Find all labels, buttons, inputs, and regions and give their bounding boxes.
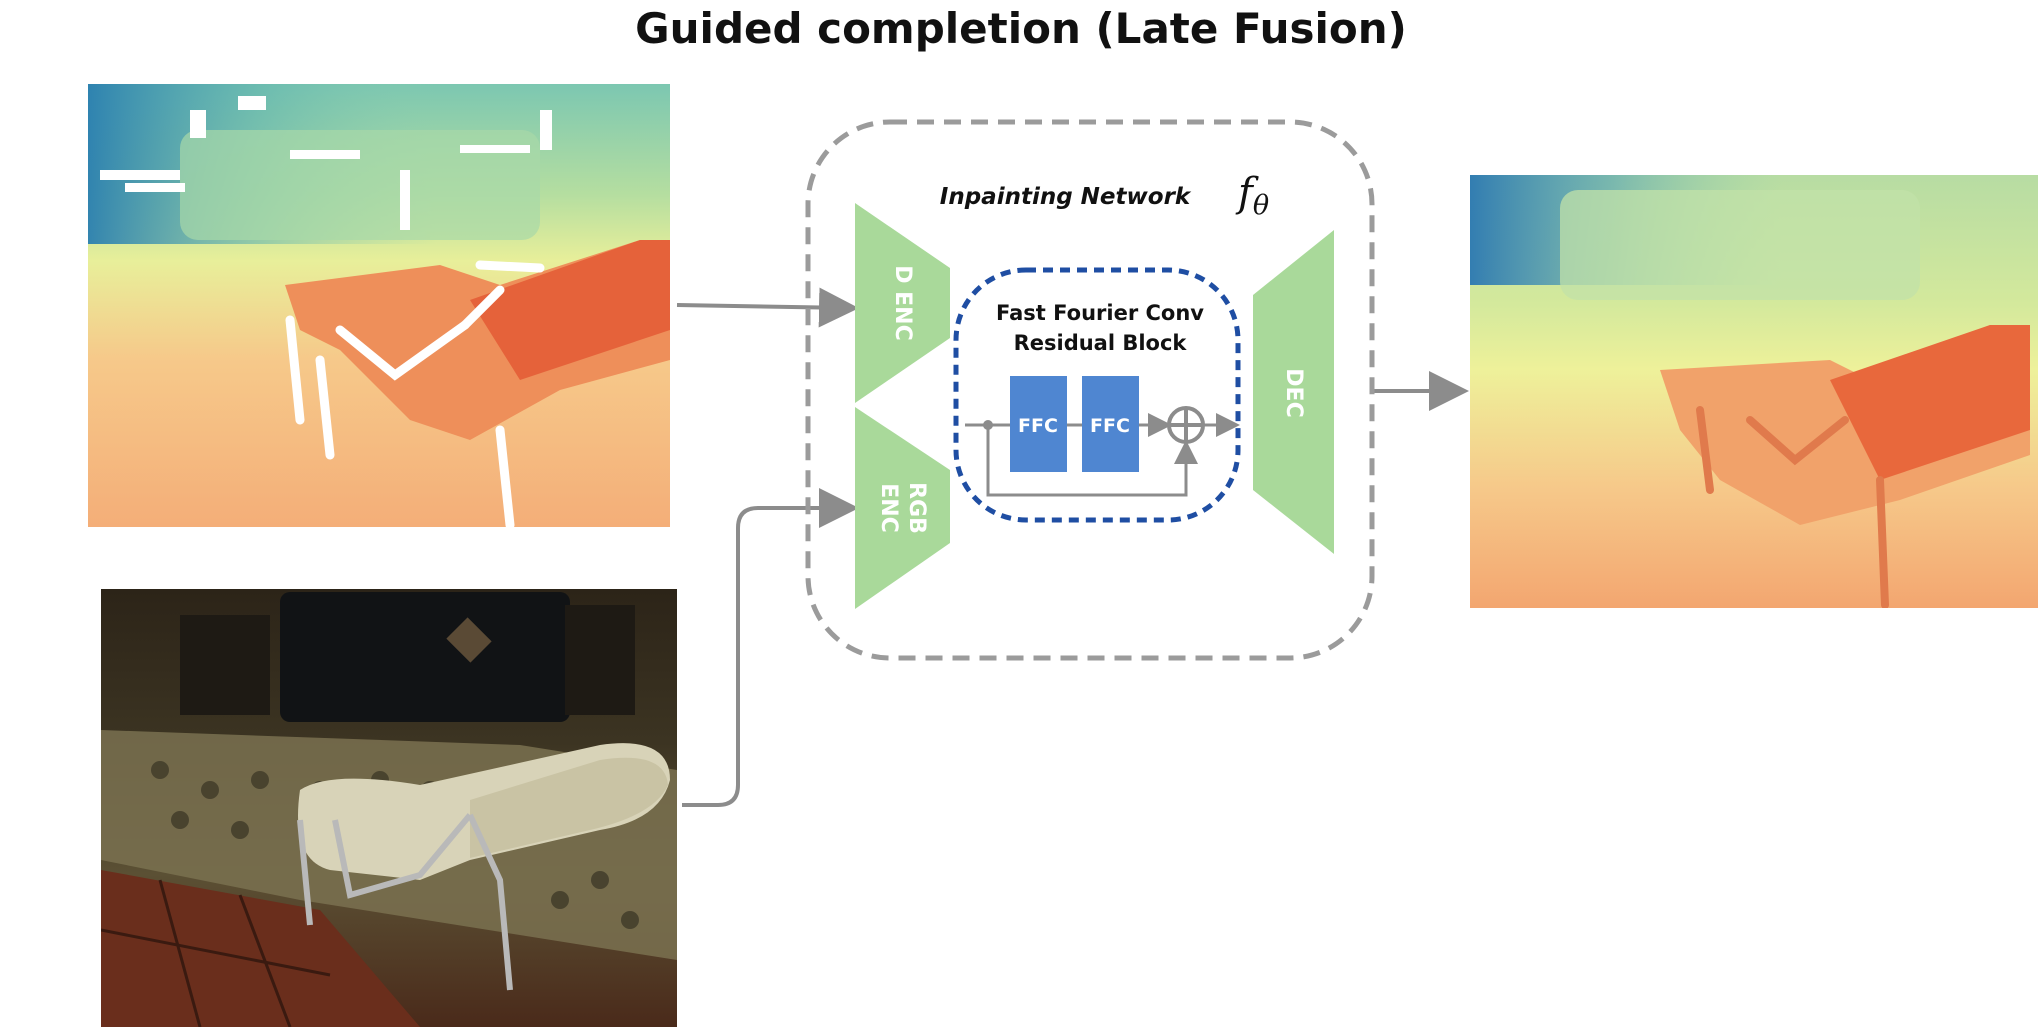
diagram-title: Guided completion (Late Fusion) (635, 4, 1407, 53)
rgb-encoder-block (855, 407, 950, 609)
rgb-encoder-label-line2: ENC (876, 483, 901, 533)
rgb-encoder-label-line1: RGB (904, 482, 929, 534)
residual-sum-node (1167, 406, 1205, 444)
sparse-depth-arrow (676, 287, 859, 328)
inpainting-network-box (805, 119, 1375, 661)
residual-block-title-line2: Residual Block (1014, 331, 1188, 355)
function-symbol: fθ (1235, 170, 1269, 221)
decoder-block (1253, 230, 1334, 554)
ffc-label-2: FFC (1090, 415, 1130, 437)
sparse-depth-image (88, 84, 670, 527)
inpainting-network-label: Inpainting Network (940, 184, 1192, 210)
skip-connection (986, 425, 1198, 497)
rgb-image (101, 589, 677, 1027)
ffc-block-1 (1010, 376, 1067, 472)
residual-block-title-line1: Fast Fourier Conv (996, 301, 1204, 325)
ffc-label-1: FFC (1018, 415, 1058, 437)
rgb-arrow (682, 488, 859, 807)
ffc-residual-block-box (953, 267, 1241, 523)
depth-encoder-label: D ENC (890, 265, 915, 341)
depth-encoder-block (855, 203, 950, 403)
dense-depth-output-image (1470, 175, 2038, 608)
decoder-label: DEC (1281, 368, 1306, 417)
ffc-block-2 (1082, 376, 1139, 472)
